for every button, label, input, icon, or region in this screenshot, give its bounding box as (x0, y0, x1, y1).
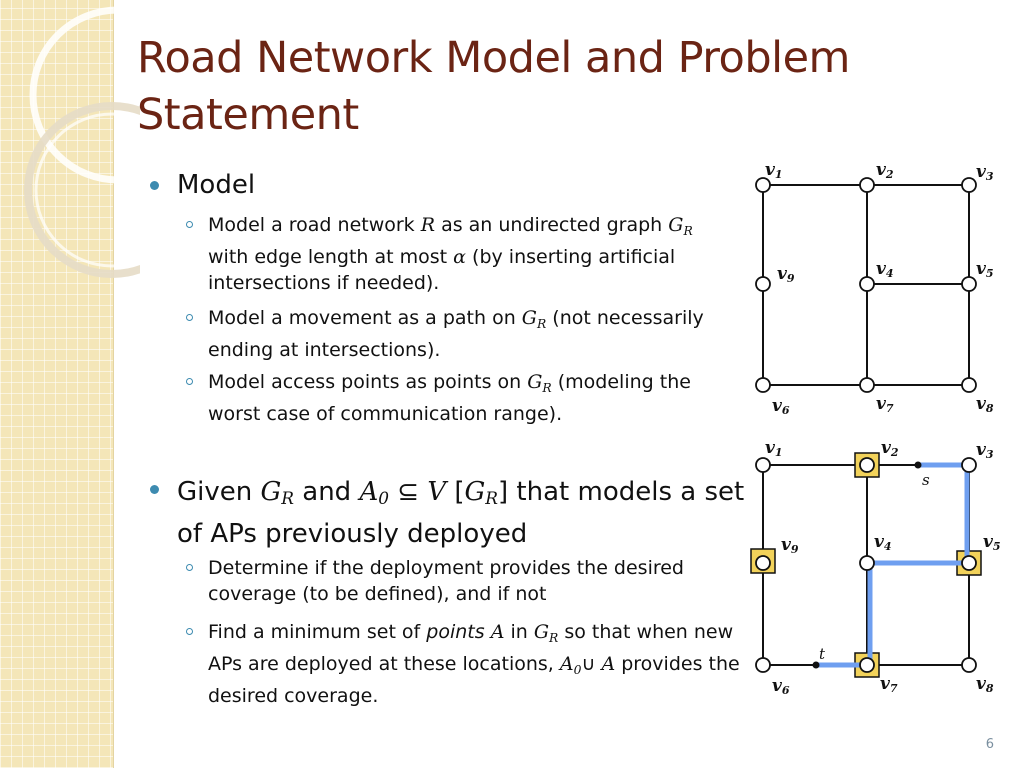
node-v7 (859, 657, 875, 673)
label-t: t (819, 645, 826, 663)
sub-bullet-ring (186, 314, 193, 321)
bullet-dot (150, 485, 159, 494)
node-v5 (961, 555, 977, 571)
road-graph-bottom: v1 v2 v3 v4 v5 v6 v7 v8 v9 s t (750, 438, 1001, 697)
point-t (812, 661, 820, 669)
bullet-given: Given GR and A0 ⊆ V [GR] that models a s… (150, 474, 747, 552)
page-number: 6 (985, 737, 994, 752)
bullet-model: Model (150, 170, 256, 200)
label-v3: v3 (976, 162, 994, 183)
sub-item-road-network: Model a road network R as an undirected … (186, 212, 738, 296)
node-v3 (961, 177, 977, 193)
graph-nodes (755, 457, 977, 673)
sub-bullet-ring (186, 378, 193, 385)
sub-bullet-ring (186, 628, 193, 635)
node-v9 (755, 555, 771, 571)
label-v8: v8 (976, 394, 994, 415)
label-v2: v2 (876, 160, 894, 181)
node-v3 (961, 457, 977, 473)
node-v6 (755, 377, 771, 393)
label-v2: v2 (881, 438, 899, 459)
graph-nodes (755, 177, 977, 393)
movement-path (817, 462, 970, 668)
node-v2 (859, 457, 875, 473)
ap-square-v2 (854, 452, 880, 478)
label-v7: v7 (880, 674, 898, 695)
node-v7 (859, 377, 875, 393)
node-v4 (859, 276, 875, 292)
sub-item-access-points: Model access points as points on GR (mod… (186, 369, 748, 427)
sub-bullet-ring (186, 221, 193, 228)
node-v1 (755, 177, 771, 193)
node-v9 (755, 276, 771, 292)
label-v9: v9 (781, 535, 799, 556)
sub-item-find-minimum: Find a minimum set of points A in GR so … (186, 619, 748, 709)
label-v3: v3 (976, 440, 994, 461)
label-v9: v9 (777, 264, 795, 285)
road-graph-top: v1 v2 v3 v4 v5 v6 v7 v8 v9 (755, 160, 994, 417)
sub-item-movement: Model a movement as a path on GR (not ne… (186, 305, 738, 363)
label-s: s (922, 471, 930, 489)
label-v4: v4 (874, 532, 892, 553)
label-v6: v6 (772, 396, 790, 417)
node-v2 (859, 177, 875, 193)
node-v1 (755, 457, 771, 473)
bullet-model-label: Model (177, 170, 256, 200)
decorative-circles (24, 6, 140, 278)
label-v4: v4 (876, 259, 894, 280)
sub-bullet-ring (186, 564, 193, 571)
label-v1: v1 (765, 160, 783, 181)
label-v1: v1 (765, 438, 783, 459)
node-v5 (961, 276, 977, 292)
bullet-dot (150, 181, 159, 190)
point-s (914, 461, 922, 469)
node-v8 (961, 377, 977, 393)
sub-item-determine: Determine if the deployment provides the… (186, 555, 738, 607)
label-v5: v5 (983, 532, 1001, 553)
label-v6: v6 (772, 676, 790, 697)
node-v8 (961, 657, 977, 673)
label-v7: v7 (876, 394, 894, 415)
slide-title: Road Network Model and Problem Statement (137, 33, 850, 140)
node-v6 (755, 657, 771, 673)
label-v8: v8 (976, 674, 994, 695)
access-point-markers (750, 452, 982, 678)
node-v4 (859, 555, 875, 571)
label-v5: v5 (976, 259, 994, 280)
